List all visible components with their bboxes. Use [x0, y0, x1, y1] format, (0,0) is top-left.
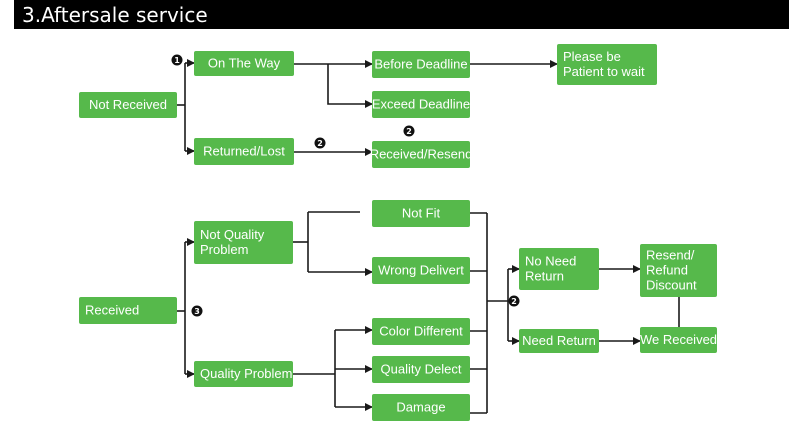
node-quality-problem: Quality Problem	[194, 361, 293, 387]
section-header: 3.Aftersale service	[14, 0, 789, 29]
step-badge-number: 2	[317, 139, 323, 148]
edge-to-exceed-deadline	[327, 64, 373, 108]
node-label-resend-refund-discount: Resend/	[646, 248, 695, 263]
node-label-resend-refund-discount: Discount	[646, 278, 697, 293]
step-marker-2c: 2	[508, 295, 520, 307]
node-box-received-resend	[372, 141, 470, 168]
step-marker-2b: 2	[403, 125, 415, 137]
node-box-not-fit	[372, 200, 470, 227]
node-label-received: Received	[85, 303, 139, 318]
step-badge-number: 2	[406, 127, 412, 136]
node-quality-delect: Quality Delect	[372, 356, 470, 383]
node-label-color-different: Color Different	[379, 324, 463, 339]
node-returned-lost: Returned/Lost	[194, 138, 294, 165]
node-label-not-received: Not Received	[89, 97, 167, 112]
step-badge-icon	[314, 137, 326, 149]
node-label-not-fit: Not Fit	[402, 206, 441, 221]
node-label-damage: Damage	[396, 400, 445, 415]
node-label-wrong-delivert: Wrong Delivert	[378, 263, 464, 278]
node-box-color-different	[372, 318, 470, 345]
node-label-returned-lost: Returned/Lost	[203, 144, 285, 159]
node-before-deadline: Before Deadline	[372, 51, 470, 78]
node-box-resend-refund-discount	[640, 244, 717, 297]
section-title: 3.Aftersale service	[22, 3, 208, 27]
node-box-damage	[372, 394, 470, 421]
node-label-no-need-return: No Need	[525, 254, 576, 269]
node-need-return: Need Return	[519, 329, 599, 353]
node-label-on-the-way: On The Way	[208, 56, 281, 71]
node-not-received: Not Received	[79, 92, 177, 118]
node-label-no-need-return: Return	[525, 269, 564, 284]
node-received-resend: Received/Resend	[370, 141, 473, 168]
step-badge-number: 1	[174, 56, 180, 65]
step-marker-3: 3	[191, 305, 203, 317]
node-box-need-return	[519, 329, 599, 353]
node-box-please-be-patient	[557, 44, 657, 85]
step-badge-number: 2	[511, 297, 517, 306]
node-color-different: Color Different	[372, 318, 470, 345]
node-box-before-deadline	[372, 51, 470, 78]
step-marker-1: 1	[171, 54, 183, 66]
node-not-fit: Not Fit	[372, 200, 470, 227]
node-label-exceed-deadline: Exceed Deadline	[372, 97, 470, 112]
node-wrong-delivert: Wrong Delivert	[372, 257, 470, 284]
node-label-received-resend: Received/Resend	[370, 147, 473, 162]
node-we-received: We Received	[640, 327, 717, 353]
node-box-received	[79, 297, 177, 324]
node-box-wrong-delivert	[372, 257, 470, 284]
node-box-not-received	[79, 92, 177, 118]
node-box-no-need-return	[519, 248, 599, 290]
node-label-please-be-patient: Patient to wait	[563, 64, 645, 79]
step-badge-icon	[508, 295, 520, 307]
node-box-quality-problem	[194, 361, 293, 387]
node-label-not-quality-problem: Not Quality	[200, 227, 265, 242]
node-label-before-deadline: Before Deadline	[374, 57, 467, 72]
node-box-not-quality-problem	[194, 221, 293, 264]
node-label-quality-problem: Quality Problem	[200, 366, 292, 381]
node-on-the-way: On The Way	[194, 51, 294, 76]
node-label-quality-delect: Quality Delect	[381, 362, 462, 377]
step-badge-number: 3	[194, 307, 200, 316]
node-exceed-deadline: Exceed Deadline	[372, 91, 470, 118]
node-label-please-be-patient: Please be	[563, 49, 621, 64]
node-damage: Damage	[372, 394, 470, 421]
node-box-on-the-way	[194, 51, 294, 76]
step-badge-icon	[191, 305, 203, 317]
node-box-exceed-deadline	[372, 91, 470, 118]
node-label-we-received: We Received	[640, 332, 717, 347]
step-badge-icon	[403, 125, 415, 137]
node-box-quality-delect	[372, 356, 470, 383]
step-badge-icon	[171, 54, 183, 66]
node-box-we-received	[640, 327, 717, 353]
node-box-returned-lost	[194, 138, 294, 165]
node-label-need-return: Need Return	[522, 333, 596, 348]
node-label-not-quality-problem: Problem	[200, 242, 248, 257]
step-marker-2a: 2	[314, 137, 326, 149]
node-label-resend-refund-discount: Refund	[646, 263, 688, 278]
node-received: Received	[79, 297, 177, 324]
